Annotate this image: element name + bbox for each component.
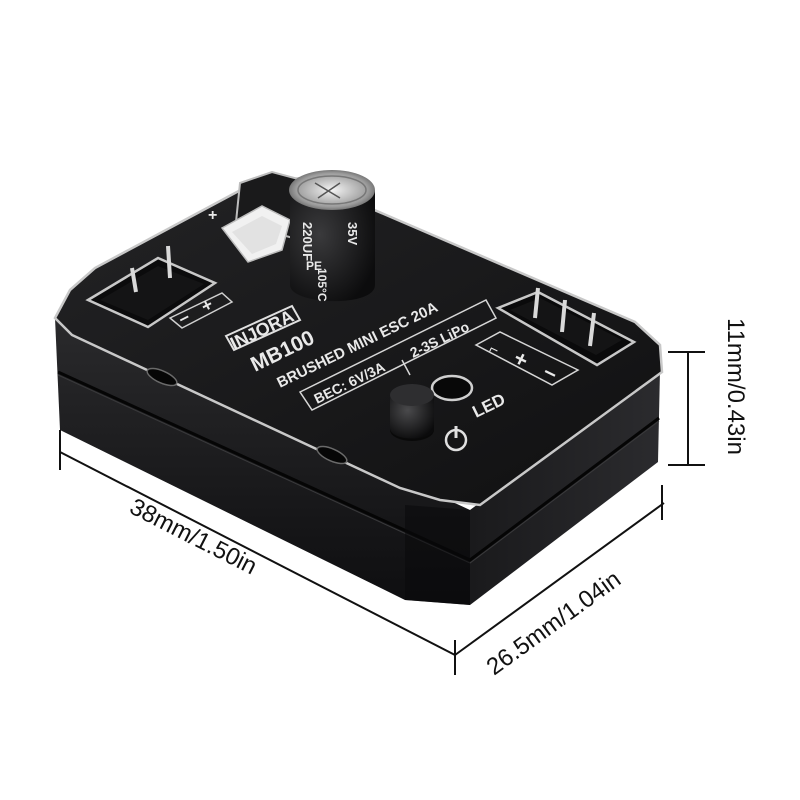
power-icon xyxy=(444,426,468,452)
capacitor-rating: 220UF xyxy=(300,222,315,261)
side-vent xyxy=(146,367,178,387)
capacitor-voltage: 35V xyxy=(345,222,360,245)
bec-connector: + xyxy=(208,205,291,263)
dimension-height: 11mm/0.43in xyxy=(668,318,749,466)
capacitor-maker: PE xyxy=(306,259,322,273)
height-label: 11mm/0.43in xyxy=(722,318,749,455)
capacitor: 220UF 35V 105°C PE xyxy=(289,170,375,302)
power-button[interactable] xyxy=(390,384,434,441)
esc-body xyxy=(53,170,664,605)
svg-text:+: + xyxy=(208,207,217,224)
capacitor-temp: 105°C xyxy=(315,268,329,302)
side-vent xyxy=(316,445,348,465)
led-window: LED xyxy=(430,374,508,422)
